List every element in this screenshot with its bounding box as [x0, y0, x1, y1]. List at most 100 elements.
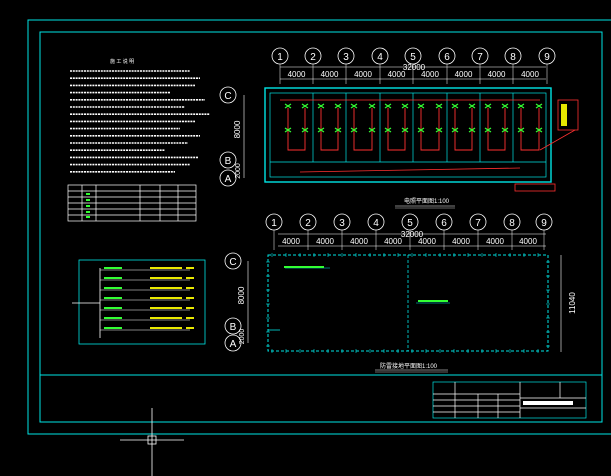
- notes-lines: [70, 70, 210, 173]
- panel-row-symbol: [104, 297, 122, 299]
- light-fixture-icon: [350, 127, 358, 133]
- panel-row-code: [150, 307, 182, 309]
- bottom-axis-label: 3: [339, 218, 345, 229]
- crosshair-cursor-icon: [120, 408, 184, 476]
- light-fixture-icon: [484, 127, 492, 133]
- panel-row-load: [186, 327, 194, 329]
- panel-row-symbol: [104, 267, 122, 269]
- light-fixture-icon: [368, 103, 376, 109]
- top-bay-dim: 4000: [288, 70, 306, 79]
- circuit-run: [353, 108, 373, 151]
- top-axis-label: 6: [444, 52, 450, 63]
- panel-row-code: [150, 327, 182, 329]
- panel-row-code: [150, 287, 182, 289]
- top-axis-label: 7: [477, 52, 483, 63]
- circuit-run: [520, 108, 540, 151]
- bottom-dim-sub: 2000: [239, 329, 246, 345]
- light-fixture-icon: [468, 127, 476, 133]
- light-fixture-icon: [451, 103, 459, 109]
- top-bay-dim: 4000: [388, 70, 406, 79]
- bottom-right-dim: 11040: [568, 292, 577, 314]
- light-fixture-icon: [301, 127, 309, 133]
- top-axis-label: 4: [377, 52, 383, 63]
- light-fixtures: [284, 103, 543, 133]
- panel-schedule: [72, 259, 206, 345]
- light-fixture-icon: [384, 127, 392, 133]
- bottom-axis-label: 7: [475, 218, 481, 229]
- light-fixture-icon: [417, 103, 425, 109]
- page-border: [27, 19, 611, 435]
- bottom-bay-dim: 4000: [282, 237, 300, 246]
- circuit-run: [320, 108, 339, 151]
- legend-table: [67, 184, 197, 222]
- bottom-plan-title: 防雷接地平面图1:100: [380, 362, 438, 370]
- top-bay-dim: 4000: [521, 70, 539, 79]
- panel-row-symbol: [104, 287, 122, 289]
- light-fixture-icon: [501, 103, 509, 109]
- circuit-tag: [514, 99, 579, 192]
- circuit-run: [287, 108, 306, 151]
- light-fixture-icon: [334, 127, 342, 133]
- light-fixture-icon: [317, 103, 325, 109]
- panel-row-code: [150, 277, 182, 279]
- panel-row-symbol: [104, 317, 122, 319]
- bottom-row-label: C: [229, 257, 236, 268]
- light-fixture-icon: [468, 103, 476, 109]
- bottom-bay-dim: 4000: [316, 237, 334, 246]
- panel-row-load: [186, 267, 194, 269]
- notes-block: 施 工 说 明: [70, 58, 210, 173]
- legend-symbols: [86, 193, 90, 218]
- light-fixture-icon: [535, 127, 543, 133]
- top-row-label: B: [225, 156, 232, 167]
- top-row-bubble: [219, 86, 237, 104]
- bottom-bay-dim: 4000: [350, 237, 368, 246]
- top-row-bubble: [219, 151, 237, 169]
- bottom-bay-dim: 4000: [452, 237, 470, 246]
- light-fixture-icon: [401, 127, 409, 133]
- distribution-panel: [561, 104, 567, 126]
- panel-row-symbol: [104, 307, 122, 309]
- top-plan-title: 电照平面图1:100: [404, 197, 450, 205]
- bottom-bay-dim: 4000: [384, 237, 402, 246]
- top-bay-dim: 4000: [455, 70, 473, 79]
- top-dim-main: 8000: [233, 120, 242, 138]
- light-fixture-icon: [317, 127, 325, 133]
- top-outer-wall: [264, 87, 552, 183]
- top-axis-label: 1: [277, 52, 283, 63]
- light-fixture-icon: [501, 127, 509, 133]
- top-row-label: C: [224, 91, 231, 102]
- bottom-axis-label: 8: [509, 218, 515, 229]
- circuit-run: [454, 108, 473, 151]
- light-fixture-icon: [535, 103, 543, 109]
- light-fixture-icon: [484, 103, 492, 109]
- light-fixture-icon: [517, 103, 525, 109]
- bottom-row-label: A: [230, 339, 237, 350]
- panel-row-load: [186, 277, 194, 279]
- panel-row-symbol: [104, 327, 122, 329]
- bottom-row-bubble: [224, 334, 242, 352]
- light-fixture-icon: [417, 127, 425, 133]
- top-axis-label: 9: [544, 52, 550, 63]
- bottom-bay-dim: 4000: [486, 237, 504, 246]
- bottom-axis-label: 1: [271, 218, 277, 229]
- light-fixture-icon: [435, 103, 443, 109]
- light-fixture-icon: [301, 103, 309, 109]
- top-dim-sub: 2000: [235, 163, 242, 179]
- top-dimensions: [280, 66, 546, 80]
- light-fixture-icon: [368, 127, 376, 133]
- light-fixture-icon: [401, 103, 409, 109]
- top-row-bubble: [219, 169, 237, 187]
- bottom-total-dim: 32000: [401, 230, 424, 239]
- top-axis-label: 3: [343, 52, 349, 63]
- bottom-dim-main: 8000: [237, 286, 246, 304]
- top-row-label: A: [225, 174, 232, 185]
- circuit-run: [387, 108, 406, 151]
- drawing-title-bar: [523, 401, 573, 405]
- panel-row-load: [186, 297, 194, 299]
- bottom-row-bubble: [224, 317, 242, 335]
- bottom-axis-label: 4: [373, 218, 379, 229]
- top-total-dim: 32000: [403, 63, 426, 72]
- panel-row-load: [186, 287, 194, 289]
